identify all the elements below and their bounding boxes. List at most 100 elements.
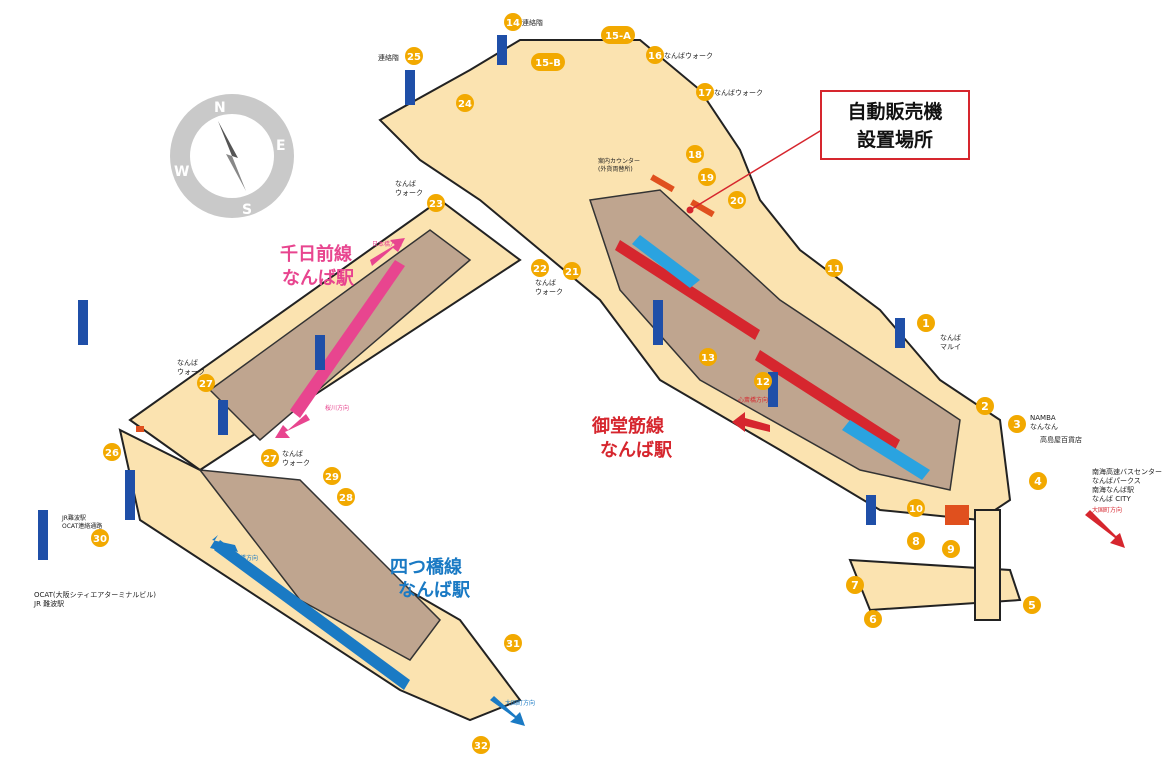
exit-number: 8: [912, 535, 920, 548]
exit-number: 22: [533, 264, 547, 275]
label-ocat: OCAT(大阪シティエアターミナルビル)JR 難波駅: [33, 590, 156, 608]
elevator-icon: [866, 495, 876, 525]
exit-badge-12: 12: [754, 372, 772, 390]
exit-number: 17: [698, 88, 712, 99]
label-nipponbashi: 日本橋方向: [372, 240, 402, 248]
exit-badge-5: 5: [1023, 596, 1041, 614]
label-walk23: なんばウォーク: [395, 179, 423, 197]
exit-badge-19: 19: [698, 168, 716, 186]
exit-number: 25: [407, 52, 421, 63]
elevator-icon: [218, 400, 228, 435]
exit-number: 27: [199, 379, 213, 390]
exit-number: 13: [701, 353, 715, 364]
sennichimae-line-label: 千日前線: [280, 243, 352, 265]
sennichimae-station-label: なんば駅: [282, 268, 355, 289]
elevator-icon: [78, 300, 88, 345]
exit-number: 27: [263, 454, 277, 465]
label-nankai: 南海高速バスセンターなんばパークス南海なんば駅なんば CITY: [1092, 467, 1162, 503]
midosuji-station-label: なんば駅: [600, 440, 673, 461]
exit-badge-23: 23: [427, 194, 445, 212]
exit-number: 28: [339, 493, 353, 504]
callout-line1: 自動販売機: [847, 101, 943, 123]
exit-number: 29: [325, 472, 339, 483]
elevator-icon: [405, 70, 415, 105]
callout-pointer: [689, 127, 826, 211]
label-walk14: 連絡階: [522, 18, 543, 27]
label-walk25: 連絡階: [378, 53, 399, 62]
label-sakuragawa: 桜川方向: [325, 404, 349, 412]
exit-number: 6: [869, 613, 877, 626]
exit-badge-8: 8: [907, 532, 925, 550]
exit-number: 16: [648, 51, 662, 62]
exit-badge-32: 32: [472, 736, 490, 754]
exit-number: 7: [851, 579, 859, 592]
exit-badge-15-A: 15-A: [601, 26, 635, 44]
label-walk17: なんばウォーク: [714, 88, 763, 97]
label-shinsaibashi: 心斎橋方向: [738, 396, 768, 404]
exit-badge-24: 24: [456, 94, 474, 112]
callout-dot: [686, 206, 694, 214]
platforms: [198, 189, 961, 661]
exit-number: 20: [730, 196, 744, 207]
sennichimae-track: [290, 260, 405, 418]
exit-badge-10: 10: [907, 499, 925, 517]
yotsubashi-station-label: なんば駅: [398, 580, 471, 601]
vending-machines: [136, 174, 969, 525]
exit-badge-31: 31: [504, 634, 522, 652]
exit-badge-30: 30: [91, 529, 109, 547]
exit-badge-9: 9: [942, 540, 960, 558]
label-daikokucho_m: 大国町方向: [1092, 506, 1122, 514]
exit-badge-29: 29: [323, 467, 341, 485]
exit-badges: 123456789101112131415-A15-B1617181920212…: [91, 13, 1047, 754]
label-walk27a: なんばウォーク: [177, 358, 205, 376]
exit-number: 19: [700, 173, 714, 184]
elevators: [38, 35, 905, 560]
elevator-icon: [895, 318, 905, 348]
exit-badge-27: 27: [197, 374, 215, 392]
exit-number: 15-B: [535, 58, 561, 69]
exit-number: 31: [506, 639, 520, 650]
compass-w: W: [174, 164, 189, 180]
exit-badge-28: 28: [337, 488, 355, 506]
exit-badge-15-B: 15-B: [531, 53, 565, 71]
compass-s: S: [242, 202, 252, 218]
exit-number: 3: [1013, 418, 1021, 431]
exit-number: 30: [93, 534, 107, 545]
exit-badge-16: 16: [646, 46, 664, 64]
elevator-icon: [653, 300, 663, 345]
midosuji-track-2: [755, 350, 900, 450]
yotsubashi-track: [214, 540, 410, 690]
vending-machine: [945, 505, 969, 525]
exit-badge-7: 7: [846, 576, 864, 594]
exit-number: 15-A: [605, 31, 631, 42]
label-walk21: なんばウォーク: [535, 278, 563, 296]
compass-n: N: [214, 100, 226, 116]
shinsaibashi-arrow-icon: [732, 412, 770, 432]
exit-badge-4: 4: [1029, 472, 1047, 490]
exit-number: 24: [458, 99, 472, 110]
vending-callout: 自動販売機 設置場所: [820, 90, 970, 160]
exit-number: 23: [429, 199, 443, 210]
exit-badge-2: 2: [976, 397, 994, 415]
elevator-icon: [768, 372, 778, 407]
elevator-icon: [38, 510, 48, 560]
midosuji-platform-blue-2: [842, 420, 930, 480]
exit-badge-25: 25: [405, 47, 423, 65]
exit-badge-11: 11: [825, 259, 843, 277]
exit-badge-1: 1: [917, 314, 935, 332]
exit-badge-21: 21: [563, 262, 581, 280]
elevator-icon: [125, 470, 135, 520]
exit-badge-18: 18: [686, 145, 704, 163]
exit-number: 11: [827, 264, 841, 275]
exit-number: 12: [756, 377, 770, 388]
exit-number: 1: [922, 317, 930, 330]
midosuji-track: [615, 240, 760, 340]
exit-badge-13: 13: [699, 348, 717, 366]
exit-badge-27: 27: [261, 449, 279, 467]
midosuji-line-label: 御堂筋線: [591, 415, 664, 437]
label-yotsubashi_dir: 四ツ橋方向: [228, 554, 258, 562]
daikokucho-arrow-icon: [1085, 510, 1125, 548]
